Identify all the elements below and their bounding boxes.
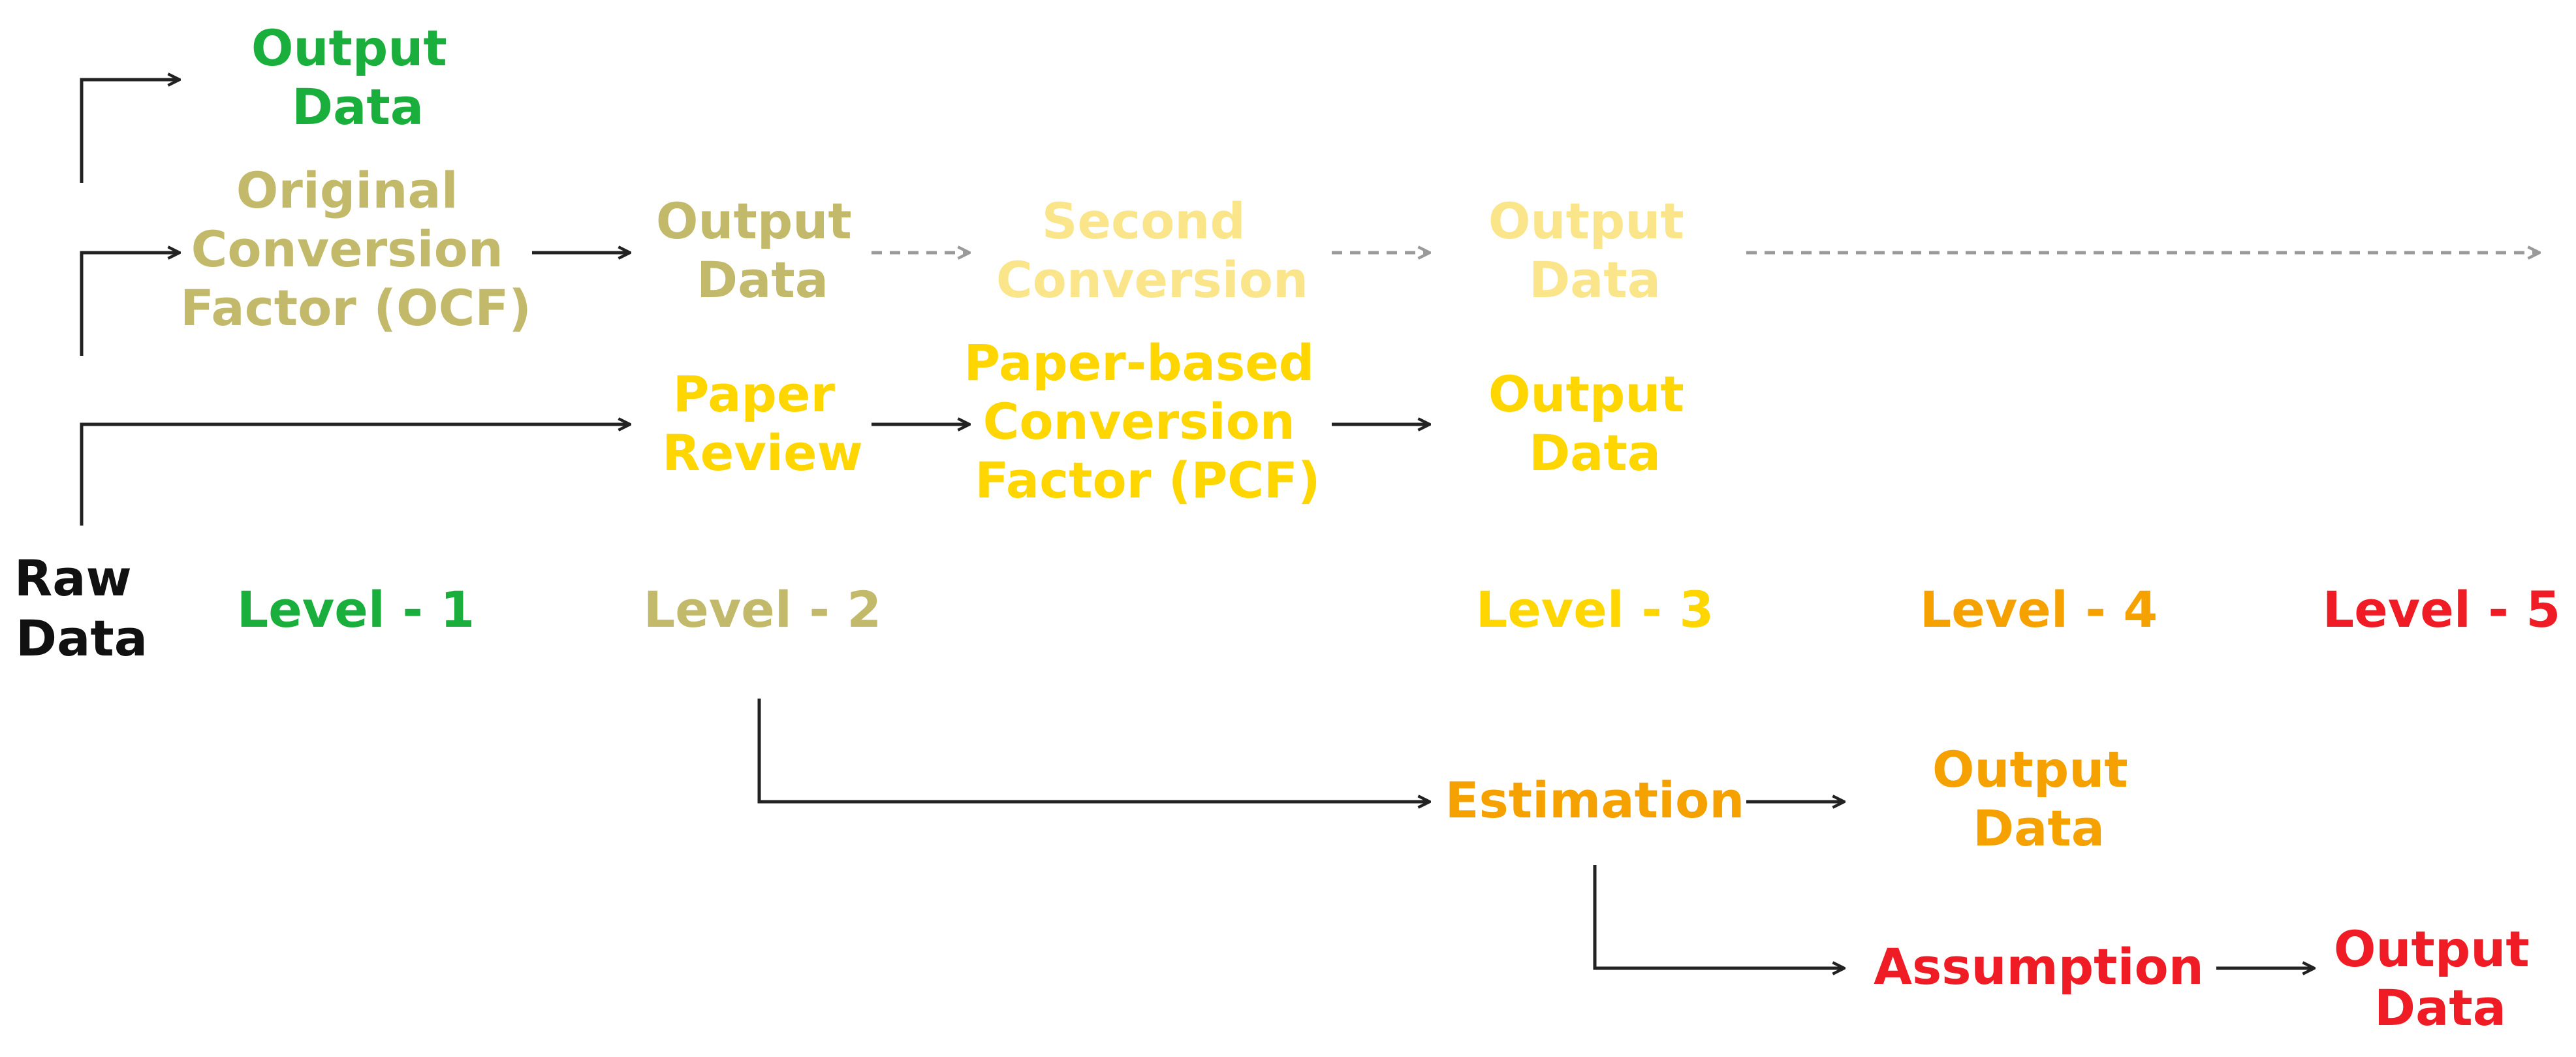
- pcf-node: Paper-based Conversion Factor (PCF): [964, 334, 1331, 509]
- assumption-output-data: Output Data: [2334, 920, 2547, 1037]
- paper-review-node: Paper Review: [662, 365, 862, 482]
- level-2-label: Level - 2: [644, 580, 881, 639]
- pcf-output-data: Output Data: [1488, 365, 1701, 482]
- ocf-node: Original Conversion Factor (OCF): [180, 161, 531, 337]
- arrow-raw-to-l1-output: [80, 80, 180, 183]
- raw-data-label: Raw Data: [14, 549, 149, 667]
- level-5-label: Level - 5: [2323, 580, 2560, 639]
- arrow-estimation-to-assumption: [1593, 865, 1844, 968]
- arrow-raw-to-paper-review: [80, 424, 630, 526]
- arrow-level2-to-estimation: [757, 699, 1430, 802]
- solid-connectors: [80, 80, 2314, 968]
- l1-output-data: Output Data: [251, 19, 464, 136]
- level-3-label: Level - 3: [1476, 580, 1714, 639]
- estimation-node: Estimation: [1445, 771, 1745, 829]
- second-conversion-node: Second Conversion: [996, 192, 1308, 309]
- level-1-label: Level - 1: [237, 580, 475, 639]
- second-output-data: Output Data: [1488, 192, 1701, 309]
- assumption-node: Assumption: [1874, 938, 2204, 996]
- arrow-raw-to-ocf: [80, 253, 180, 356]
- ocf-output-data: Output Data: [656, 192, 869, 309]
- level-4-label: Level - 4: [1920, 580, 2158, 639]
- estimation-output-data: Output Data: [1932, 740, 2145, 857]
